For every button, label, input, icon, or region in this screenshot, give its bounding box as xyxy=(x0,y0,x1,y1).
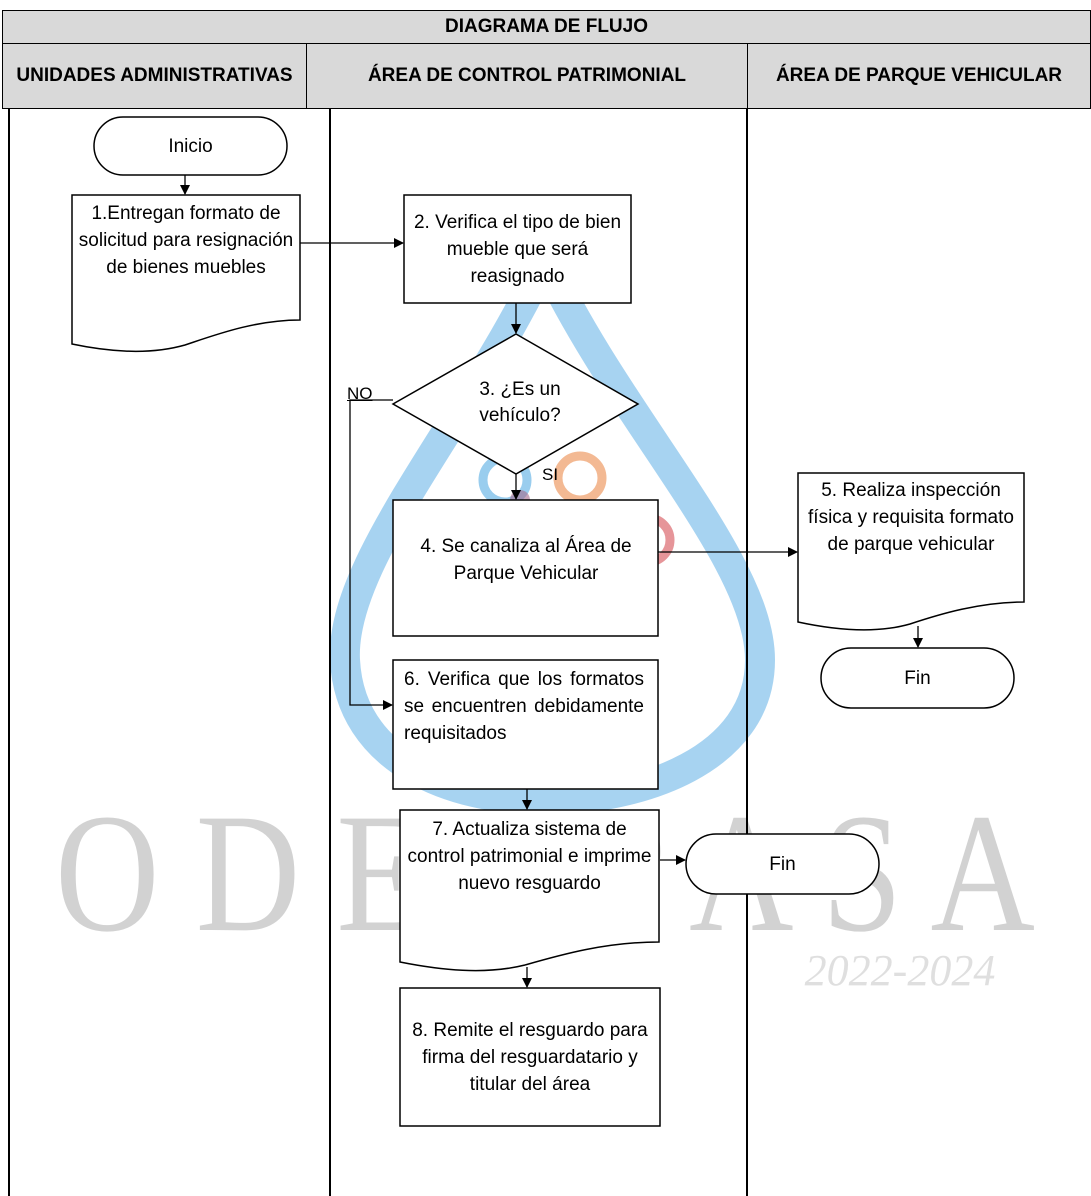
step5-document-shape xyxy=(797,472,1025,631)
step4-label: 4. Se canaliza al Área de Parque Vehicul… xyxy=(420,536,632,584)
lane-divider-2 xyxy=(746,109,748,1196)
lane-header-parque-vehicular: ÁREA DE PARQUE VEHICULAR xyxy=(747,43,1091,109)
lane-border-left xyxy=(8,109,10,1196)
step3-label: 3. ¿Es un vehículo? xyxy=(479,379,561,426)
lane-divider-1 xyxy=(329,109,331,1196)
step7-label: 7. Actualiza sistema de control patrimon… xyxy=(407,819,652,894)
step2-label: 2. Verifica el tipo de bien mueble que s… xyxy=(413,211,622,287)
edge-label-yes: SI xyxy=(542,465,559,484)
lane-header-control-patrimonial: ÁREA DE CONTROL PATRIMONIAL xyxy=(306,43,748,109)
end-bottom-label: Fin xyxy=(769,853,796,875)
step1-document-shape xyxy=(71,194,301,353)
step1-label: 1.Entregan formato de solicitud para res… xyxy=(78,203,294,278)
step6-process-shape xyxy=(392,659,659,790)
start-terminator-shape xyxy=(93,116,288,176)
end-right-terminator-shape xyxy=(820,647,1015,709)
step8-process-shape xyxy=(399,987,661,1127)
end-bottom-terminator-shape xyxy=(685,833,880,895)
step5-label: 5. Realiza inspección física y requisita… xyxy=(808,480,1014,555)
lane-header-admin: UNIDADES ADMINISTRATIVAS xyxy=(2,43,307,109)
step2-process-shape xyxy=(403,194,632,304)
arrow-step3-no-to-step6 xyxy=(349,399,393,710)
step6-label: 6. Verifica que los formatos se encuentr… xyxy=(404,669,644,744)
step4-process-shape xyxy=(392,499,659,637)
step8-label: 8. Remite el resguardo para firma del re… xyxy=(412,1019,648,1095)
start-label: Inicio xyxy=(168,135,213,157)
end-right-label: Fin xyxy=(904,667,931,689)
step7-document-shape xyxy=(399,809,660,972)
edge-label-no: NO xyxy=(347,384,373,403)
svg-text:2022-2024: 2022-2024 xyxy=(805,946,996,995)
